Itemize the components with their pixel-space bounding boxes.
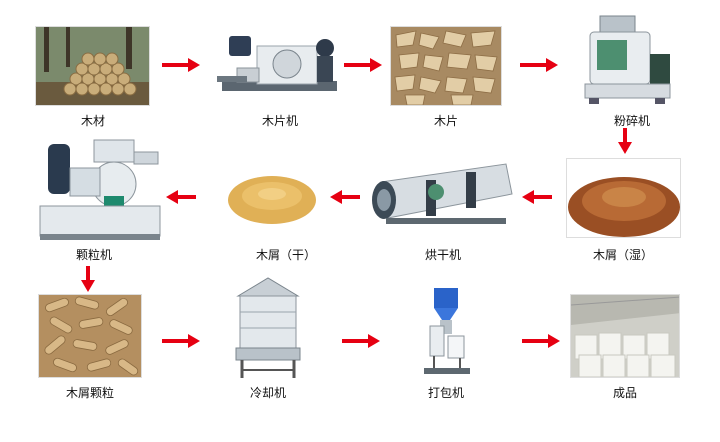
- wood-picture: [35, 26, 150, 106]
- stage-label-wood-chips: 木片: [433, 114, 458, 128]
- wood-pellets-picture: [38, 294, 142, 378]
- arrow-right-icon: [162, 334, 200, 348]
- arrow-right-icon: [344, 58, 382, 72]
- wood-chipper-picture: [217, 26, 342, 104]
- stage-label-pellet-machine: 颗粒机: [75, 248, 112, 262]
- arrow-right-icon: [342, 334, 380, 348]
- stage-label-wood-pellets: 木屑颗粒: [65, 386, 114, 400]
- stage-label-cooler: 冷却机: [249, 386, 286, 400]
- stage-label-dryer: 烘干机: [424, 248, 461, 262]
- packer-picture: [420, 286, 472, 382]
- wood-chips-picture: [390, 26, 502, 106]
- arrow-left-icon: [330, 190, 360, 204]
- arrow-down-icon: [81, 266, 95, 292]
- finished-product-picture: [570, 294, 680, 378]
- sawdust-wet-picture: [566, 158, 681, 238]
- stage-label-sawdust-dry: 木屑（干）: [255, 248, 316, 262]
- stage-label-finished-product: 成品: [612, 386, 637, 400]
- arrow-right-icon: [522, 334, 560, 348]
- arrow-left-icon: [522, 190, 552, 204]
- stage-label-wood: 木材: [80, 114, 105, 128]
- stage-label-packer: 打包机: [427, 386, 464, 400]
- arrow-left-icon: [166, 190, 196, 204]
- sawdust-dry-picture: [222, 160, 322, 236]
- crusher-picture: [575, 14, 675, 106]
- stage-label-crusher: 粉碎机: [613, 114, 650, 128]
- arrow-right-icon: [162, 58, 200, 72]
- cooler-picture: [232, 274, 304, 380]
- dryer-picture: [366, 160, 518, 236]
- stage-label-wood-chipper: 木片机: [261, 114, 298, 128]
- stage-label-sawdust-wet: 木屑（湿）: [592, 248, 653, 262]
- pellet-machine-picture: [34, 134, 164, 244]
- arrow-down-icon: [618, 128, 632, 154]
- arrow-right-icon: [520, 58, 558, 72]
